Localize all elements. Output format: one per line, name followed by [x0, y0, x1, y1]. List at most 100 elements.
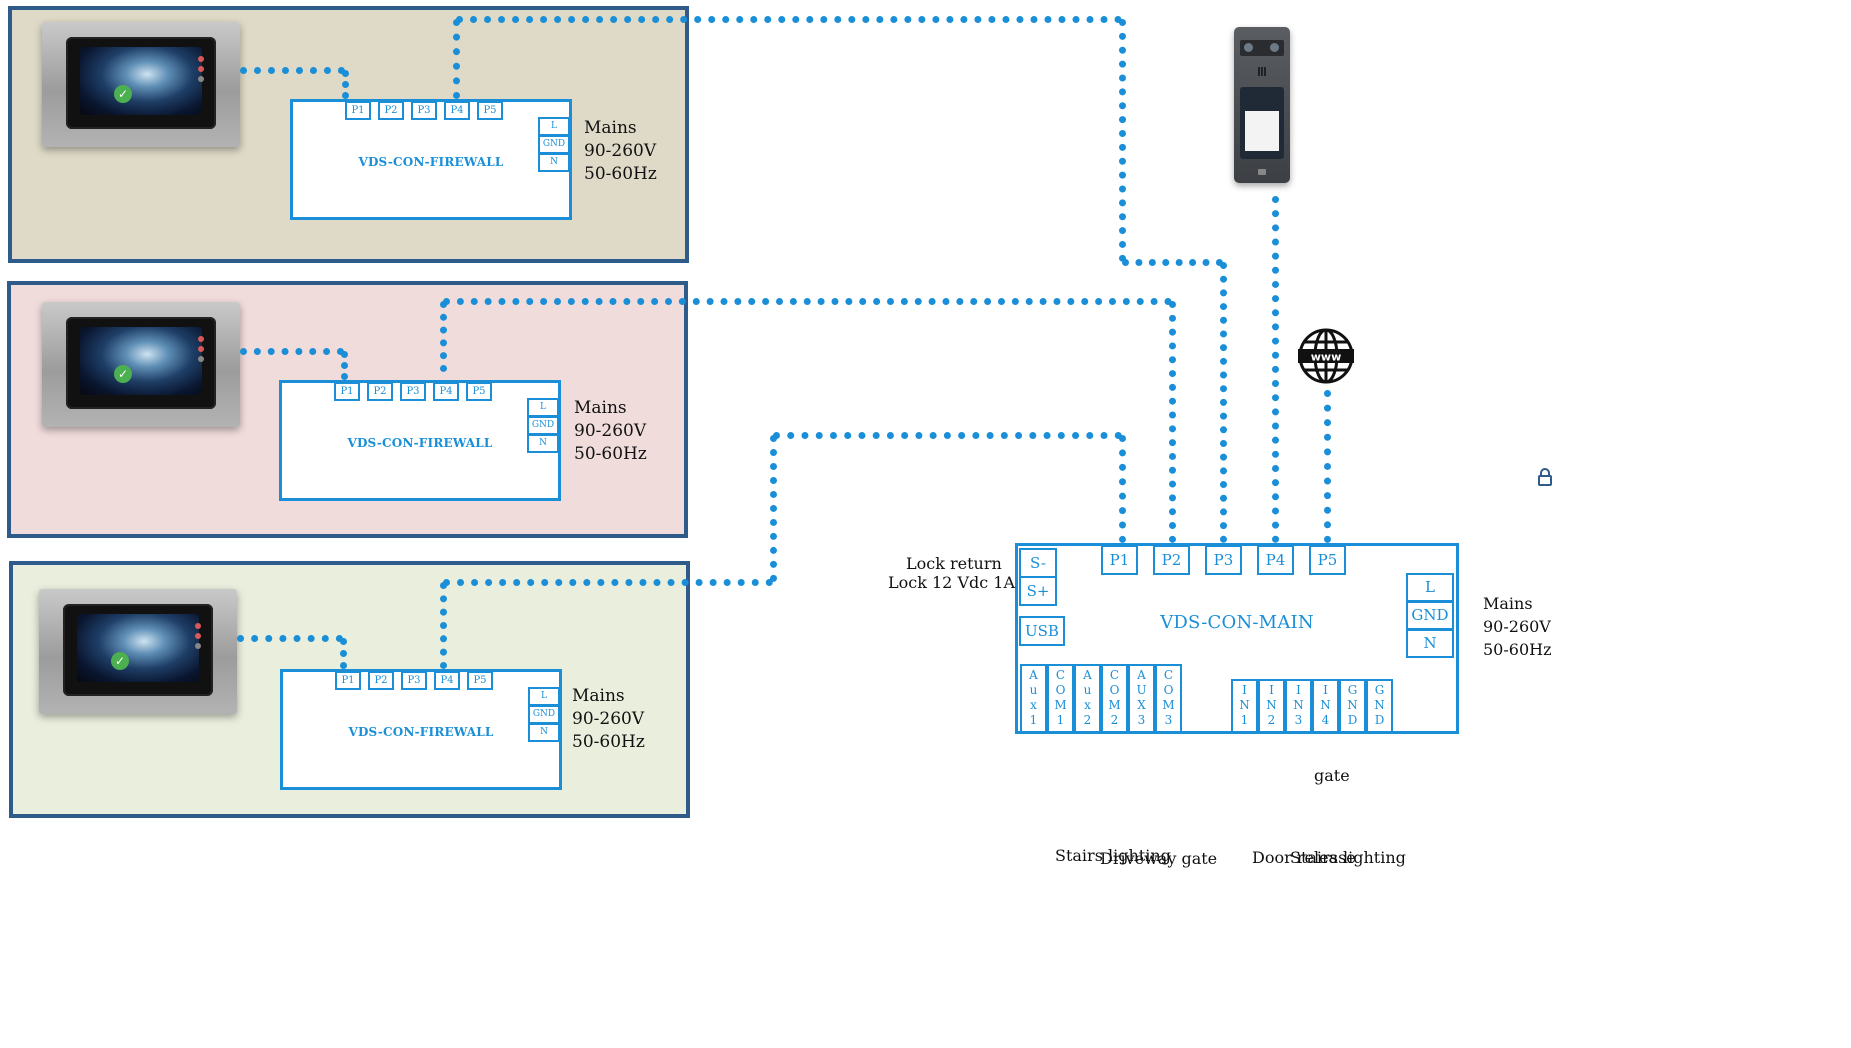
firewall-power-n: N: [527, 434, 559, 453]
terminal-char: 3: [1137, 713, 1146, 727]
speaker-grille-icon: [1258, 67, 1267, 76]
firewall-port-p4: P4: [444, 101, 470, 120]
firewall-label: VDS-CON-FIREWALL: [358, 155, 504, 169]
firewall-power-l: L: [538, 117, 570, 136]
main-port-p5: P5: [1309, 545, 1346, 575]
terminal-char: A: [1083, 668, 1092, 682]
firewall-port-p2: P2: [378, 101, 404, 120]
wire-fw2-to-main: [443, 298, 1172, 305]
terminal-char: I: [1296, 683, 1301, 697]
terminal-char: C: [1109, 668, 1120, 682]
svg-text:www: www: [1311, 351, 1342, 364]
terminal-char: O: [1055, 683, 1066, 697]
monitor-side-button: [195, 623, 201, 629]
terminal-char: N: [1239, 698, 1250, 712]
terminal-char: N: [1320, 698, 1331, 712]
firewall-port-p2: P2: [367, 382, 393, 401]
wire-door-station-to-p4: [1272, 196, 1279, 543]
gate-label: gate: [1314, 766, 1350, 785]
firewall-power-n: N: [538, 153, 570, 172]
door-station-screen: [1240, 87, 1284, 159]
mains-line: 90-260V: [584, 141, 657, 161]
driveway-gate-label: Driveway gate: [1100, 849, 1218, 868]
terminal-char: O: [1109, 683, 1120, 697]
terminal-char: I: [1242, 683, 1247, 697]
monitor-side-button: [198, 336, 204, 342]
monitor-screen-image: [77, 614, 199, 682]
firewall-port-p4: P4: [433, 382, 459, 401]
monitor-screen-image: [80, 47, 202, 115]
wire-fw1-down: [1119, 19, 1126, 262]
firewall-port-p5: P5: [467, 671, 493, 690]
lock-power-label: Lock 12 Vdc 1A: [888, 573, 1016, 592]
mains-line: Mains: [584, 118, 637, 138]
main-power-n: N: [1406, 629, 1454, 658]
main-controller-label: VDS-CON-MAIN: [1160, 612, 1314, 633]
monitor-screen: ✓: [66, 317, 216, 409]
monitor-side-button: [198, 56, 204, 62]
terminal-char: 1: [1240, 713, 1249, 727]
wire-fw3-out: [443, 579, 773, 586]
terminal-char: u: [1029, 683, 1038, 697]
firewall-power-n: N: [528, 723, 560, 742]
mains-line: 50-60Hz: [572, 732, 645, 752]
padlock-icon: [1538, 468, 1552, 486]
mains-line: 90-260V: [574, 421, 647, 441]
monitor-side-button: [198, 76, 204, 82]
terminal-char: I: [1323, 683, 1328, 697]
main-power-gnd: GND: [1406, 601, 1454, 630]
indoor-monitor: ✓: [42, 22, 240, 147]
terminal-char: M: [1108, 698, 1121, 712]
main-terminal-s-1: S+: [1019, 576, 1057, 606]
mains-line: 90-260V: [1483, 617, 1551, 636]
door-release-label: Door release: [1252, 848, 1356, 867]
terminal-char: C: [1163, 668, 1174, 682]
monitor-side-button: [198, 346, 204, 352]
door-station: [1234, 27, 1290, 183]
terminal-char: 4: [1321, 713, 1330, 727]
terminal-char: u: [1083, 683, 1092, 697]
firewall-port-p5: P5: [466, 382, 492, 401]
main-port-p3: P3: [1205, 545, 1242, 575]
mains-line: Mains: [1483, 594, 1533, 613]
wire-fw1-to-main: [456, 16, 1122, 23]
monitor-side-button: [198, 66, 204, 72]
monitor-side-button: [198, 356, 204, 362]
firewall-port-p4: P4: [434, 671, 460, 690]
terminal-char: 2: [1083, 713, 1092, 727]
globe-www-icon: www: [1298, 328, 1354, 384]
main-terminal-s-0: S-: [1019, 548, 1057, 578]
firewall-power-gnd: GND: [538, 135, 570, 154]
terminal-char: M: [1054, 698, 1067, 712]
terminal-char: N: [1347, 698, 1358, 712]
terminal-char: N: [1374, 698, 1385, 712]
indoor-monitor: ✓: [42, 302, 240, 427]
indoor-monitor: ✓: [39, 589, 237, 714]
terminal-char: x: [1030, 698, 1037, 712]
terminal-char: N: [1293, 698, 1304, 712]
terminal-char: X: [1137, 698, 1146, 712]
camera-lens-icon: [1244, 43, 1253, 52]
terminal-char: D: [1374, 713, 1385, 727]
terminal-char: O: [1163, 683, 1174, 697]
firewall-power-gnd: GND: [527, 416, 559, 435]
terminal-char: 3: [1294, 713, 1303, 727]
terminal-char: U: [1136, 683, 1147, 697]
stairs-lighting-label: Stairs lighting: [1055, 846, 1171, 865]
main-port-p2: P2: [1153, 545, 1190, 575]
firewall-power-l: L: [528, 687, 560, 706]
wire-internet-to-p5: [1324, 390, 1331, 543]
terminal-char: N: [1266, 698, 1277, 712]
wire-fw1-to-p3: [1122, 259, 1223, 266]
monitor-screen: ✓: [66, 37, 216, 129]
